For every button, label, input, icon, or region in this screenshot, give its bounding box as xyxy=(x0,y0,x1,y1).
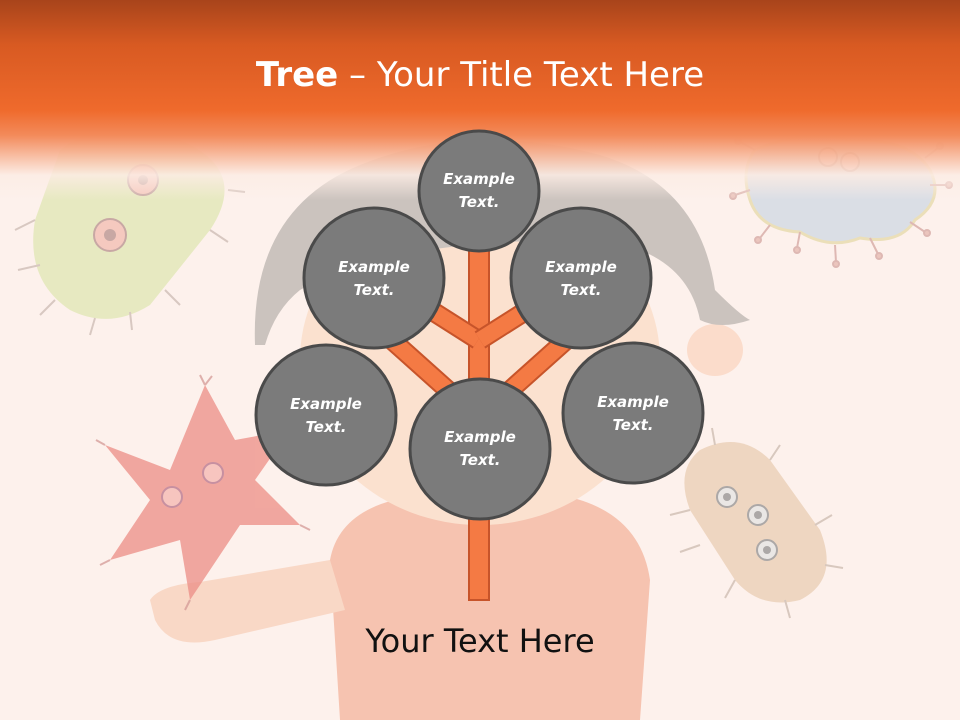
node-top-line1: Example xyxy=(443,170,515,188)
node-right-label: Example Text. xyxy=(573,391,693,437)
node-center-line1: Example xyxy=(444,428,516,446)
node-upper-right-label: Example Text. xyxy=(521,256,641,302)
node-upper-right-line2: Text. xyxy=(560,281,602,299)
boy-shirt xyxy=(330,495,650,720)
boy-ear xyxy=(687,324,743,376)
node-top-label: Example Text. xyxy=(419,168,539,214)
title-bold: Tree xyxy=(255,55,339,95)
node-left xyxy=(254,343,398,487)
boy-arm xyxy=(150,560,345,643)
node-top-line2: Text. xyxy=(458,193,500,211)
node-upper-right xyxy=(509,206,653,350)
title-rest: Your Title Text Here xyxy=(376,55,705,95)
node-left-label: Example Text. xyxy=(266,393,386,439)
node-right-line1: Example xyxy=(597,393,669,411)
node-upper-left-line2: Text. xyxy=(353,281,395,299)
node-upper-left-line1: Example xyxy=(338,258,410,276)
title-dash: – xyxy=(338,55,377,95)
red-germ xyxy=(95,374,311,611)
node-upper-left-label: Example Text. xyxy=(314,256,434,302)
tan-germ xyxy=(669,427,844,619)
node-right xyxy=(561,341,705,485)
node-upper-right-line1: Example xyxy=(545,258,617,276)
node-left-line2: Text. xyxy=(305,418,347,436)
node-center-line2: Text. xyxy=(459,451,501,469)
slide-title: Tree – Your Title Text Here xyxy=(0,52,960,98)
footer-text: Your Text Here xyxy=(365,622,595,660)
node-center xyxy=(408,377,552,521)
node-top xyxy=(417,129,541,253)
node-right-line2: Text. xyxy=(612,416,654,434)
node-left-line1: Example xyxy=(290,395,362,413)
node-center-label: Example Text. xyxy=(420,426,540,472)
node-upper-left xyxy=(302,206,446,350)
